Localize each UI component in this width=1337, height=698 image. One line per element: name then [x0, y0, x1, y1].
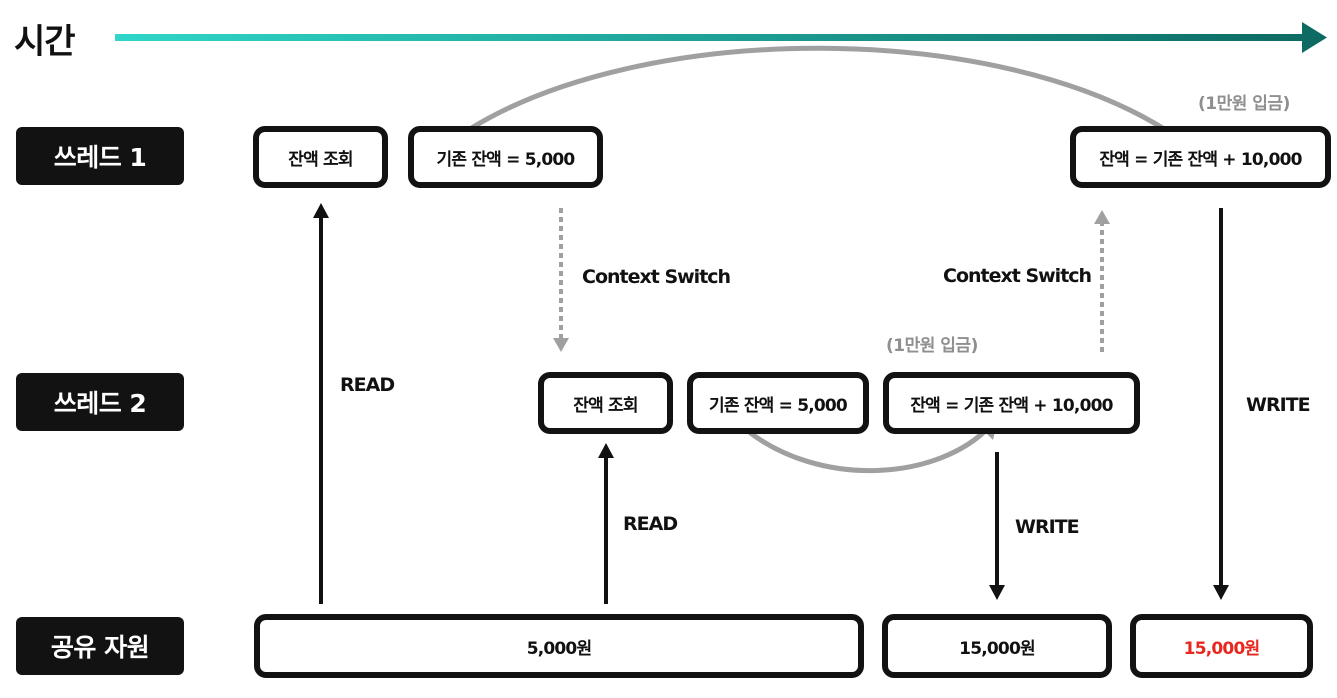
shared-value-3: 15,000원: [1183, 638, 1260, 659]
shared-value-box-3: 15,000원: [1130, 614, 1313, 678]
thread1-existing-balance-text: 기존 잔액 = 5,000: [436, 149, 576, 170]
row-label-shared: 공유 자원: [16, 617, 184, 675]
thread2-deposit-note: (1만원 입금): [886, 336, 978, 356]
context-switch-arrow-down: [553, 208, 569, 352]
shared-value-1: 5,000원: [526, 638, 592, 659]
row-label-thread1: 쓰레드 1: [16, 127, 184, 185]
context-switch-label-1: Context Switch: [582, 266, 731, 288]
read-label-2: READ: [623, 513, 678, 535]
thread1-existing-balance-box: 기존 잔액 = 5,000: [408, 126, 603, 188]
read-arrow-1: [313, 203, 329, 604]
write-arrow-1: [1213, 208, 1229, 600]
context-switch-label-2: Context Switch: [943, 265, 1092, 287]
thread1-deposit-note: (1만원 입금): [1198, 94, 1290, 114]
thread2-new-balance-text: 잔액 = 기존 잔액 + 10,000: [910, 395, 1113, 416]
thread2-new-balance-box: 잔액 = 기존 잔액 + 10,000: [883, 372, 1140, 434]
write-label-2: WRITE: [1015, 516, 1080, 538]
shared-value-box-2: 15,000원: [882, 614, 1112, 678]
thread1-new-balance-box: 잔액 = 기존 잔액 + 10,000: [1070, 126, 1331, 188]
thread1-read-balance-box: 잔액 조회: [253, 126, 388, 188]
row-label-thread2: 쓰레드 2: [16, 373, 184, 431]
shared-value-box-1: 5,000원: [254, 614, 864, 678]
shared-value-2: 15,000원: [959, 638, 1035, 659]
thread1-read-balance-text: 잔액 조회: [288, 149, 353, 170]
context-switch-arrow-up: [1094, 210, 1110, 352]
time-label: 시간: [14, 22, 76, 62]
read-arrow-2: [598, 443, 614, 604]
thread1-new-balance-text: 잔액 = 기존 잔액 + 10,000: [1099, 149, 1302, 170]
timeline-arrow: [115, 22, 1327, 53]
read-label-1: READ: [340, 374, 395, 396]
thread2-existing-balance-box: 기존 잔액 = 5,000: [687, 372, 869, 434]
thread2-read-balance-text: 잔액 조회: [573, 395, 638, 416]
thread2-read-balance-box: 잔액 조회: [538, 372, 673, 434]
thread2-existing-balance-text: 기존 잔액 = 5,000: [709, 395, 848, 416]
write-arrow-2: [989, 452, 1005, 600]
write-label-1: WRITE: [1246, 394, 1311, 416]
